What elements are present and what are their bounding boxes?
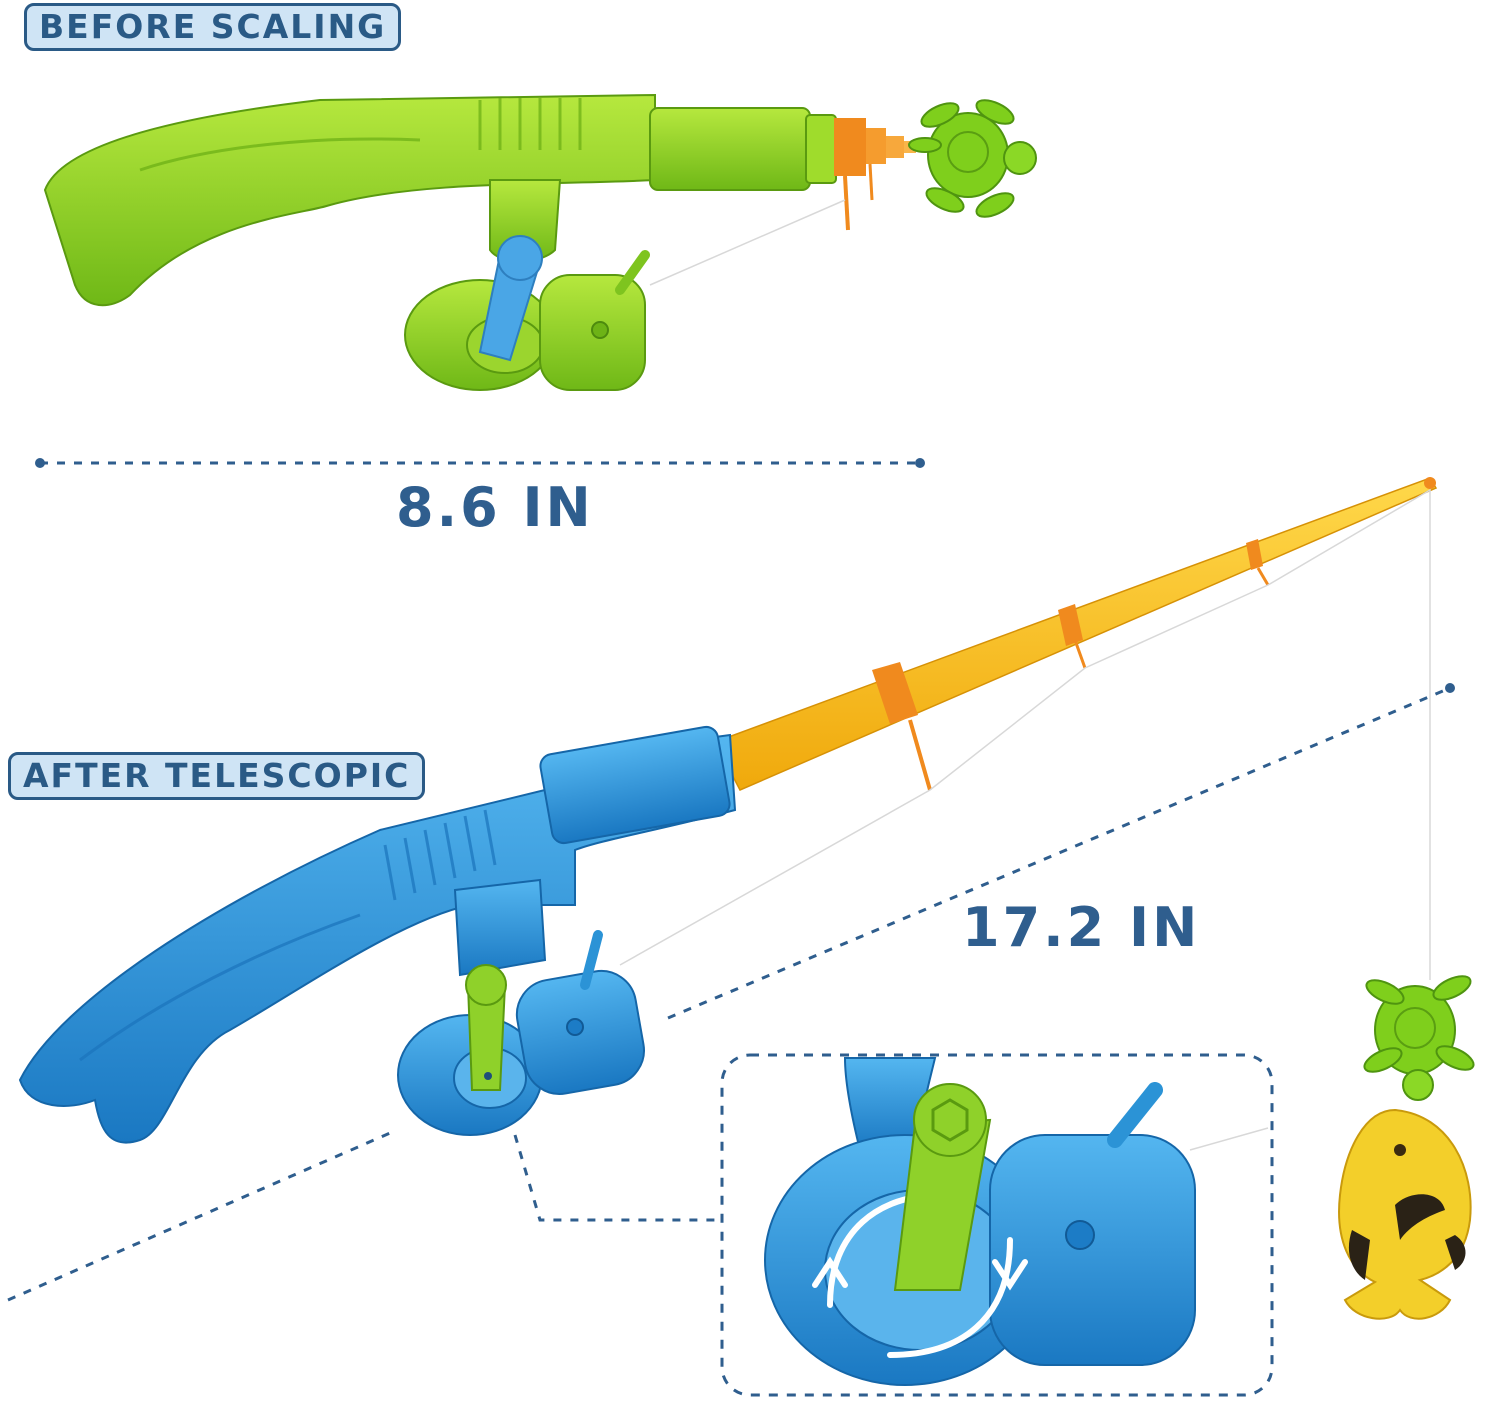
- before-length-text: 8.6 IN: [396, 476, 594, 539]
- short-rod-grip: [43, 93, 656, 307]
- long-rod: [18, 477, 1438, 1144]
- zoom-connector: [513, 1134, 722, 1222]
- before-scaling-label: BEFORE SCALING: [24, 3, 402, 51]
- short-rod: [43, 93, 916, 391]
- turtle-icon: [1363, 975, 1475, 1101]
- after-telescopic-label: AFTER TELESCOPIC: [8, 752, 426, 800]
- short-rod-barrel: [649, 107, 811, 191]
- before-measure-line: [35, 458, 925, 468]
- reel-zoom-box: [720, 1053, 1274, 1397]
- after-length-text: 17.2 IN: [962, 896, 1201, 959]
- fish-icon: [1338, 1108, 1472, 1320]
- after-measure-line: [7, 683, 1455, 1302]
- turtle-icon: [908, 99, 1037, 218]
